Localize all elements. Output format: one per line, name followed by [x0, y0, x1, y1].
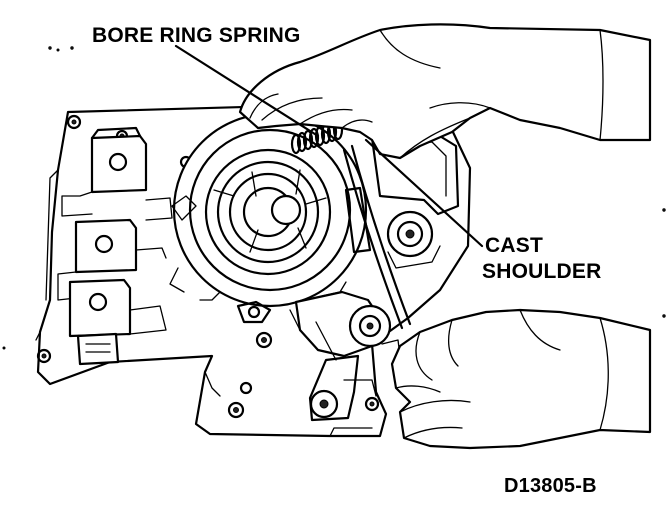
- corner-marks: [2, 46, 666, 350]
- leader-cast-shoulder: [364, 138, 484, 248]
- lower-hand: [390, 308, 652, 450]
- leader-lines: [174, 44, 484, 248]
- label-bore-ring-spring: BORE RING SPRING: [92, 24, 301, 47]
- figure-code: D13805-B: [504, 475, 597, 497]
- label-shoulder: SHOULDER: [482, 260, 602, 283]
- manual-valve-linkage: [289, 290, 401, 422]
- accumulator-housing: [169, 112, 368, 324]
- label-cast: CAST: [485, 234, 543, 257]
- solenoid-stack: [57, 126, 173, 366]
- leader-bore-ring-spring: [174, 44, 320, 138]
- upper-hand: [238, 23, 652, 160]
